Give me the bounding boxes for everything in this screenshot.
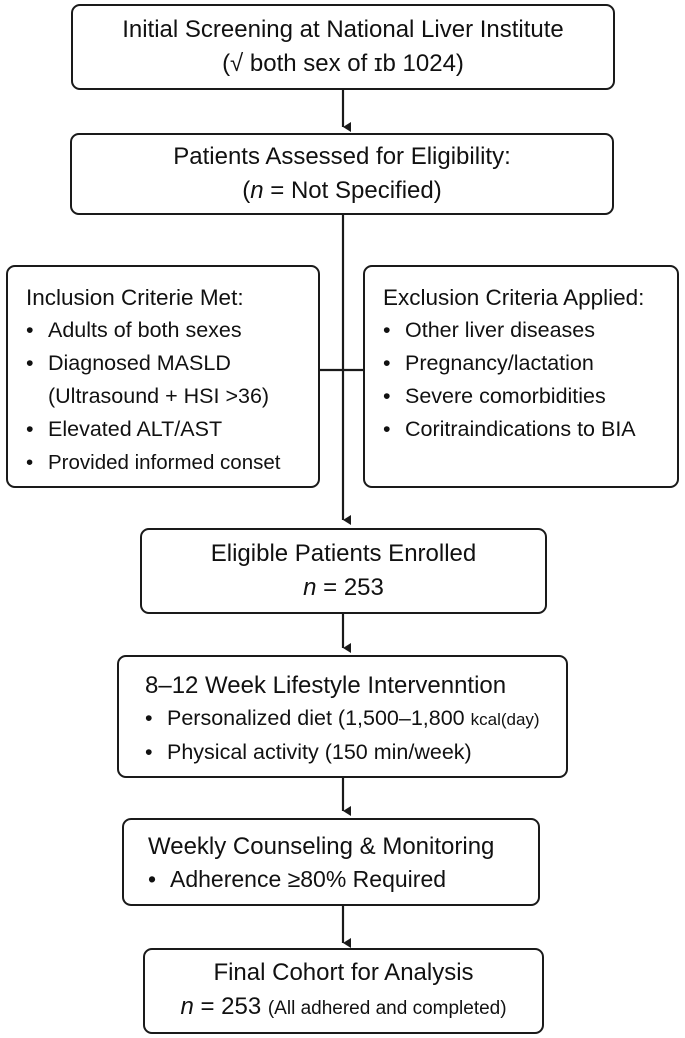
inclusion-item: • Elevated ALT/AST: [26, 413, 318, 446]
enrolled-n: n: [303, 574, 317, 601]
exclusion-item: • Coritraindications to BIA: [383, 413, 677, 446]
inclusion-item-text: Elevated ALT/AST: [48, 417, 223, 441]
inclusion-item: • Provided informed conset: [26, 446, 318, 479]
final-box: Final Cohort for Analysis n = 253 (All a…: [143, 948, 544, 1034]
bullet-glyph: •: [383, 384, 391, 408]
exclusion-item-text: Severe comorbidities: [405, 384, 606, 408]
inclusion-item-continuation: (Ultrasound + HSI >36): [48, 384, 270, 408]
exclusion-item-text: Other liver diseases: [405, 318, 595, 342]
bullet-glyph: •: [383, 417, 391, 441]
bullet-glyph: •: [26, 417, 34, 441]
final-count: n = 253 (All adhered and completed): [180, 990, 506, 1026]
counseling-box: Weekly Counseling & Monitoring • Adherenc…: [122, 818, 540, 906]
counseling-item-text: Adherence ≥80% Required: [170, 866, 447, 892]
exclusion-item-text: Coritraindications to BIA: [405, 417, 636, 441]
inclusion-box: Inclusion Criterie Met: • Adults of both …: [6, 265, 320, 488]
intervention-box: 8–12 Week Lifestyle Intervenntion • Perso…: [117, 655, 568, 778]
final-count-value: = 253: [193, 993, 268, 1020]
inclusion-item-text: Provided informed conset: [48, 451, 281, 474]
exclusion-item: • Other liver diseases: [383, 314, 677, 347]
bullet-glyph: •: [26, 318, 34, 342]
inclusion-item-text: Adults of both sexes: [48, 318, 242, 342]
counseling-title: Weekly Counseling & Monitoring: [148, 833, 495, 860]
screening-box: Initial Screening at National Liver Inst…: [71, 4, 615, 90]
assessed-count-open: (: [242, 177, 251, 204]
exclusion-item-text: Pregnancy/lactation: [405, 351, 594, 375]
final-title: Final Cohort for Analysis: [213, 959, 474, 986]
intervention-item: • Physical activity (150 min/week): [145, 736, 566, 769]
assessed-count: (n = Not Specified): [242, 174, 441, 208]
intervention-title: 8–12 Week Lifestyle Intervenntion: [145, 672, 507, 699]
enrolled-title: Eligible Patients Enrolled: [210, 540, 477, 567]
exclusion-title: Exclusion Criteria Applied:: [383, 285, 645, 310]
screening-title: Initial Screening at National Liver Inst…: [122, 16, 564, 43]
final-n: n: [180, 993, 194, 1020]
bullet-glyph: •: [145, 740, 153, 764]
intervention-item: • Personalized diet (1,500–1,800 kcal(day…: [145, 702, 566, 736]
inclusion-item: • Adults of both sexes: [26, 314, 318, 347]
assessed-box: Patients Assessed for Eligibility: (n = …: [70, 133, 614, 215]
inclusion-item-text: Diagnosed MASLD: [48, 351, 231, 375]
final-count-note: (All adhered and completed): [267, 998, 507, 1019]
counseling-item: • Adherence ≥80% Required: [148, 863, 538, 896]
bullet-glyph: •: [383, 351, 391, 375]
intervention-item-diet-unit: kcal(day): [470, 710, 540, 729]
exclusion-box: Exclusion Criteria Applied: • Other liver…: [363, 265, 679, 488]
bullet-glyph: •: [148, 866, 157, 892]
exclusion-item: • Severe comorbidities: [383, 380, 677, 413]
inclusion-title: Inclusion Criterie Met:: [26, 285, 244, 310]
enrolled-count-value: = 253: [316, 574, 384, 601]
intervention-item-activity: Physical activity (150 min/week): [167, 740, 472, 764]
bullet-glyph: •: [26, 351, 34, 375]
bullet-glyph: •: [26, 451, 34, 474]
inclusion-item: • Diagnosed MASLD: [26, 347, 318, 380]
assessed-title: Patients Assessed for Eligibility:: [173, 143, 511, 170]
assessed-count-value: = Not Specified): [263, 177, 442, 204]
bullet-glyph: •: [383, 318, 391, 342]
assessed-n: n: [250, 177, 264, 204]
exclusion-item: • Pregnancy/lactation: [383, 347, 677, 380]
intervention-item-diet: Personalized diet (1,500–1,800: [167, 706, 471, 730]
enrolled-count: n = 253: [303, 571, 384, 605]
bullet-glyph: •: [145, 706, 153, 730]
screening-subtitle: (√ both sex of ɪb 1024): [222, 50, 464, 77]
enrolled-box: Eligible Patients Enrolled n = 253: [140, 528, 547, 614]
